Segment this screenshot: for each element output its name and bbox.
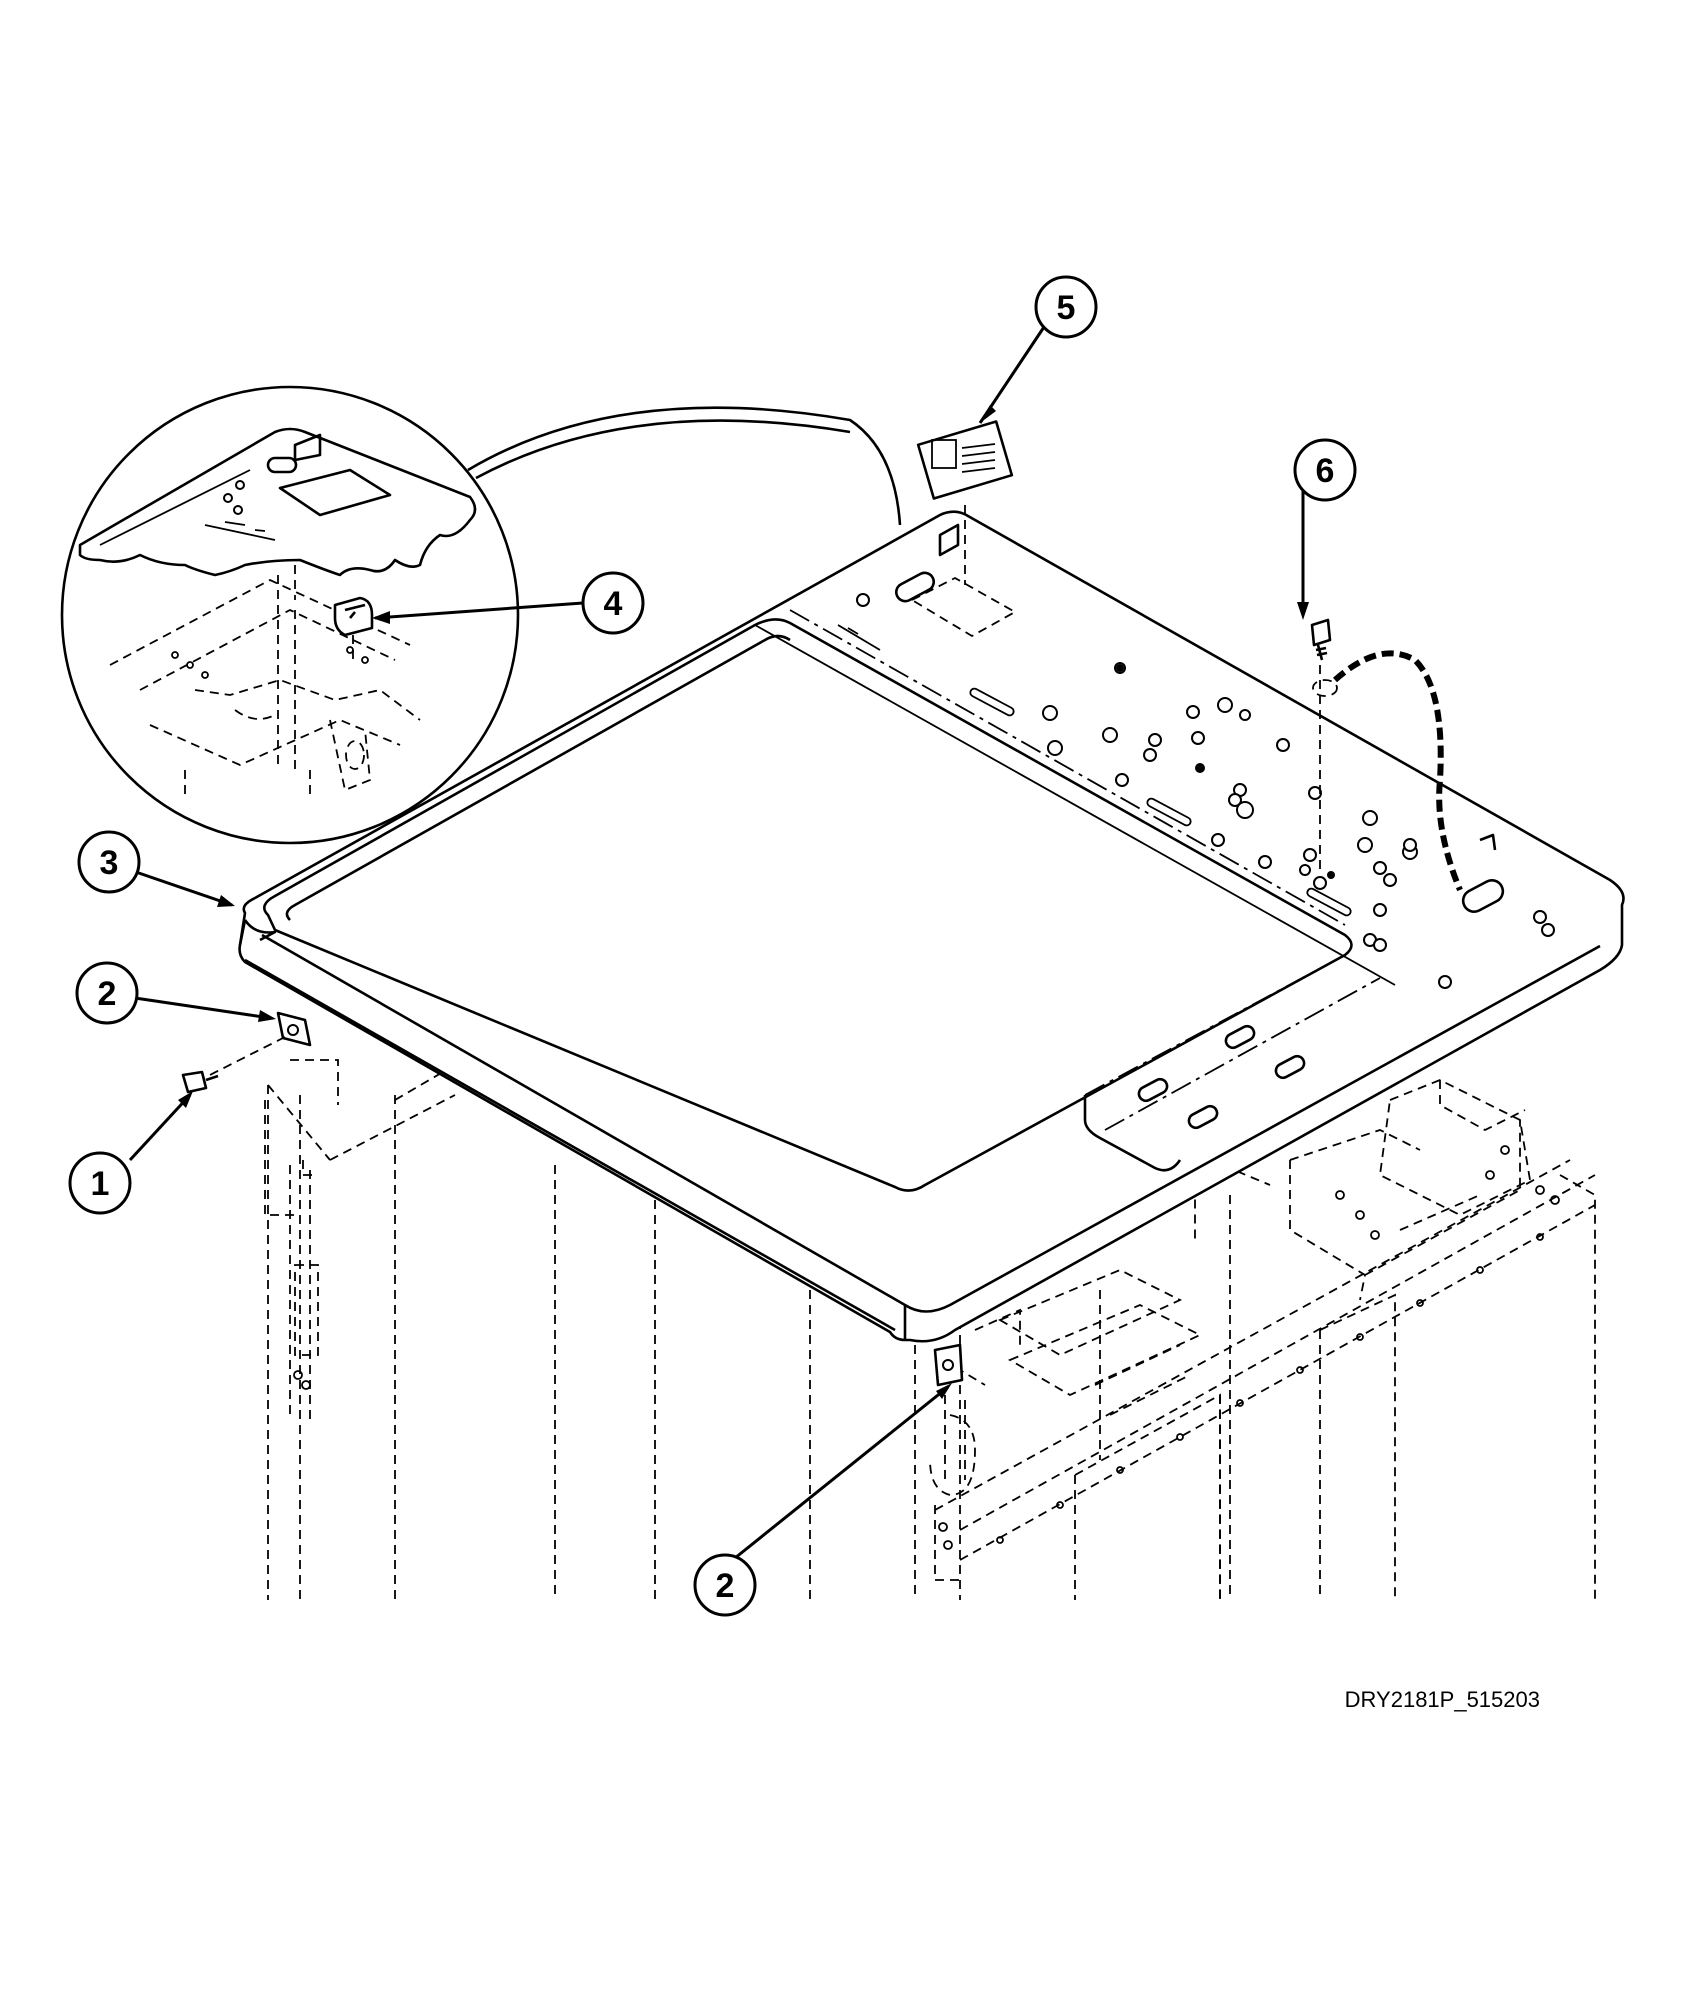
left-bracket-and-screw: [181, 1011, 312, 1094]
warning-label-part: [916, 420, 1014, 585]
cabinet-outline: [264, 1059, 1596, 1600]
leader-lines: [128, 317, 1309, 1560]
front-bracket: [933, 1343, 964, 1387]
callout-4: 4: [581, 571, 645, 635]
callout-2-bottom: 2: [693, 1553, 757, 1617]
callout-5: 5: [1034, 275, 1098, 339]
callout-6: 6: [1293, 438, 1357, 502]
callout-6-label: 6: [1316, 452, 1335, 490]
top-panel: [238, 510, 1625, 1343]
callout-4-label: 4: [604, 585, 623, 623]
drawing-reference-code: DRY2181P_515203: [1345, 1687, 1540, 1712]
callout-5-label: 5: [1057, 289, 1076, 327]
ground-screw-part: [1310, 618, 1463, 892]
callout-2-left: 2: [75, 961, 139, 1025]
callout-1: 1: [68, 1151, 132, 1215]
callout-1-label: 1: [91, 1165, 110, 1203]
callout-3: 3: [77, 830, 141, 894]
callout-2-left-label: 2: [98, 975, 117, 1013]
callout-2-bottom-label: 2: [716, 1567, 735, 1605]
detail-view: [60, 385, 902, 845]
callout-3-label: 3: [100, 844, 119, 882]
